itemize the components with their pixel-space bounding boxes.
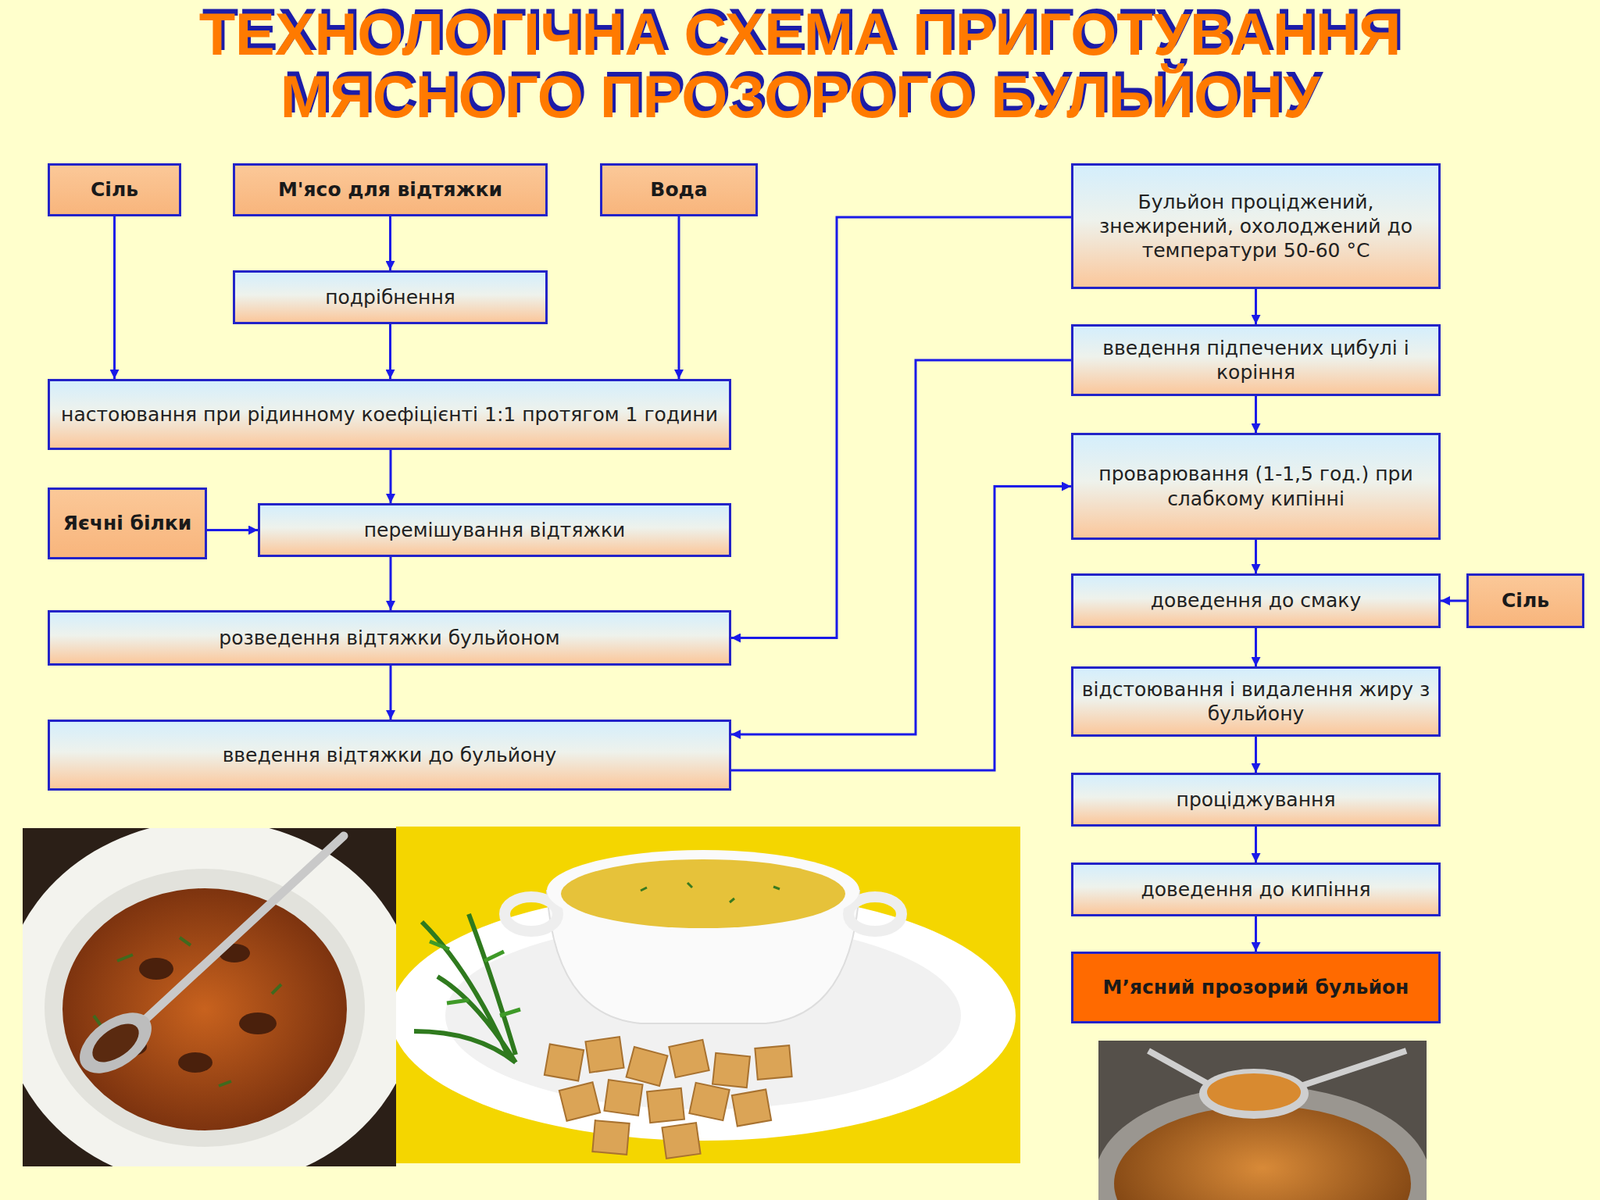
box-text: перемішування відтяжки (364, 517, 626, 543)
process-box: подрібнення (232, 270, 548, 325)
flow-arrow (731, 360, 1072, 735)
soup-photo-yellow-part-part (592, 1120, 629, 1155)
flow-arrow (678, 216, 681, 379)
box-text: доведення до кипіння (1141, 877, 1372, 902)
soup-photo-dark-part (239, 1012, 277, 1035)
flow-arrow (1254, 628, 1258, 667)
box-text: Яєчні білки (63, 510, 193, 536)
edge-layer (114, 216, 1468, 952)
soup-photo-yellow-part (848, 896, 902, 932)
soup-photo-dark-part (68, 1000, 163, 1086)
flow-arrow (389, 665, 393, 720)
soup-photo-dark-part (139, 957, 174, 980)
process-box: доведення до смаку (1071, 573, 1441, 629)
flow-arrow (207, 528, 258, 532)
box-text: проціджування (1176, 787, 1336, 812)
process-box: розведення відтяжки бульйоном (47, 610, 732, 666)
process-box: проціджування (1071, 772, 1441, 827)
soup-photo-yellow-part-part (732, 1089, 772, 1126)
flow-arrow (389, 450, 393, 504)
pot-photo-part (1114, 1105, 1411, 1200)
soup-photo-yellow-part-part (646, 1088, 685, 1123)
soup-photo-yellow-part (396, 826, 1021, 1164)
box-text: введення підпечених цибулі і коріння (1081, 335, 1431, 386)
input-box: Яєчні білки (47, 487, 208, 560)
flow-arrow (1254, 396, 1258, 433)
flow-arrow (1254, 826, 1258, 863)
diagram-title: ТЕХНОЛОГІЧНА СХЕМА ПРИГОТУВАННЯ МЯСНОГО … (135, 3, 1465, 129)
input-box: Вода (600, 163, 758, 217)
soup-photo-dark-part (22, 828, 397, 1167)
soup-photo-yellow-part-part (668, 1039, 709, 1078)
box-text: настоювання при рідинному коефіцієнті 1:… (60, 402, 718, 427)
process-box: доведення до кипіння (1071, 862, 1441, 917)
box-text: подрібнення (325, 285, 456, 310)
flow-arrow (731, 217, 1072, 639)
box-text: Бульйон проціджений, знежирений, охолодж… (1081, 189, 1431, 264)
soup-photo-yellow-part-part (585, 1036, 624, 1073)
soup-photo-yellow-part-part (626, 1046, 668, 1086)
soup-photo-yellow (396, 826, 1021, 1164)
box-text: розведення відтяжки бульйоном (218, 625, 560, 650)
process-box: перемішування відтяжки (257, 503, 732, 558)
flow-arrow (113, 216, 116, 379)
soup-photo-yellow-part-part (712, 1053, 750, 1088)
soup-photo-yellow-part (546, 850, 860, 932)
process-box: проварювання (1-1,5 год.) при слабкому к… (1071, 432, 1441, 540)
soup-photo-yellow-part (560, 859, 846, 929)
flow-arrow (1254, 736, 1258, 773)
process-box: введення відтяжки до бульйону (47, 719, 732, 791)
box-text: Сіль (1501, 588, 1550, 613)
soup-photo-dark-part (136, 835, 344, 1028)
soup-photo-dark-part (44, 868, 365, 1147)
input-box: Сіль (47, 163, 182, 217)
soup-photo-dark-part (178, 1052, 213, 1073)
soup-photo-yellow-part-part (544, 1043, 584, 1081)
flow-arrow (1254, 289, 1258, 325)
soup-photo-dark-part (85, 1016, 146, 1070)
flow-arrow (389, 557, 393, 611)
box-text: проварювання (1-1,5 год.) при слабкому к… (1081, 461, 1431, 511)
box-text: М’ясний прозорий бульйон (1103, 975, 1410, 1000)
soup-photo-dark-part (62, 888, 347, 1131)
soup-photo-yellow-part (429, 941, 521, 1016)
box-text: відстоювання і видалення жиру з бульйону (1081, 677, 1431, 727)
process-box: відстоювання і видалення жиру з бульйону (1071, 666, 1441, 737)
soup-photo-yellow-part-part (661, 1122, 700, 1159)
flow-arrow (731, 486, 1072, 772)
flow-arrow (1254, 916, 1258, 952)
process-box: Бульйон проціджений, знежирений, охолодж… (1071, 163, 1441, 290)
pot-photo-part (1289, 1050, 1407, 1090)
soup-photo-yellow-part (414, 914, 516, 1063)
box-text: Вода (650, 177, 708, 202)
flow-arrow (389, 324, 392, 379)
input-box: Сіль (1466, 573, 1585, 629)
soup-photo-yellow-part (544, 1036, 793, 1159)
flow-arrow (1254, 539, 1258, 574)
result-box: М’ясний прозорий бульйон (1071, 951, 1441, 1024)
box-text: введення відтяжки до бульйону (222, 742, 558, 768)
input-box: М'ясо для відтяжки (232, 163, 548, 217)
box-text: Сіль (90, 177, 139, 202)
soup-photo-yellow-part-part (603, 1079, 643, 1116)
box-text: М'ясо для відтяжки (278, 177, 503, 202)
soup-photo-yellow-part (640, 882, 780, 903)
box-text: доведення до смаку (1150, 588, 1361, 613)
pot-photo (1098, 1040, 1427, 1200)
flow-arrow (389, 216, 392, 271)
soup-photo-yellow-part-part (754, 1045, 792, 1080)
process-box: введення підпечених цибулі і коріння (1071, 324, 1441, 397)
soup-photo-yellow-part-part (559, 1082, 600, 1121)
soup-photo-yellow-part (504, 896, 558, 932)
soup-photo-yellow-part-part (689, 1082, 729, 1121)
pot-photo-part (1199, 1068, 1309, 1119)
process-box: настоювання при рідинному коефіцієнті 1:… (47, 378, 732, 450)
pot-photo-part (1207, 1073, 1301, 1111)
soup-photo-dark (22, 828, 397, 1167)
flow-arrow (1440, 600, 1467, 603)
